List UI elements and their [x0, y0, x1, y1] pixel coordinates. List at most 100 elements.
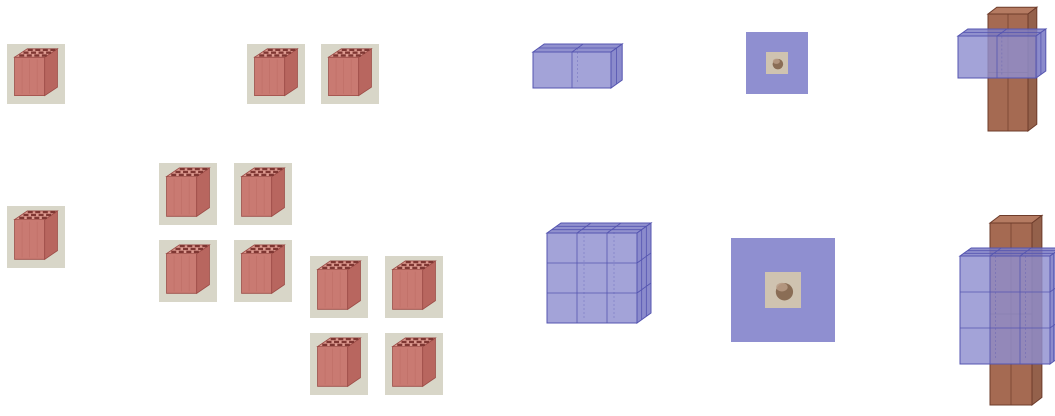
brick-hole: [397, 344, 402, 346]
brick-hole: [349, 264, 354, 266]
brick-hole: [171, 174, 176, 176]
brick-hole: [250, 248, 255, 250]
brick-hole: [50, 211, 55, 213]
brick-hole: [342, 264, 347, 266]
brick-hole: [357, 49, 362, 51]
brick-hole: [346, 338, 351, 340]
brick-hole: [42, 217, 47, 219]
brick-hole: [31, 52, 36, 54]
brick-hole: [412, 344, 417, 346]
brick-hole: [46, 214, 51, 216]
brick-hole: [34, 217, 39, 219]
brick-hole: [421, 338, 426, 340]
brick-hole: [23, 52, 28, 54]
brick-hole: [34, 54, 39, 56]
brick-hole: [273, 248, 278, 250]
brick-hole: [397, 267, 402, 269]
row-1-cube: [533, 44, 622, 88]
row-2-frame: [731, 238, 835, 342]
brick-tile: [234, 240, 292, 302]
brick-hole: [19, 217, 24, 219]
brick-hole: [331, 261, 336, 263]
brick-tile: [310, 256, 368, 318]
brick-hole: [279, 52, 284, 54]
brick-hole: [43, 49, 48, 51]
brick-hole: [28, 211, 33, 213]
brick-hole: [409, 264, 414, 266]
brick-hole: [360, 52, 365, 54]
brick-hole: [186, 174, 191, 176]
brick-hole: [348, 54, 353, 56]
brick-hole: [202, 245, 207, 247]
brick-hole: [27, 217, 32, 219]
brick-hole: [255, 245, 260, 247]
brick-hole: [191, 171, 196, 173]
brick-hole: [428, 338, 433, 340]
brick-hole: [202, 168, 207, 170]
brick-tile: [385, 256, 443, 318]
brick-hole: [254, 251, 259, 253]
brick-hole: [263, 52, 268, 54]
brick-hole: [191, 248, 196, 250]
brick-hole: [334, 341, 339, 343]
brick-hole: [333, 54, 338, 56]
brick-hole: [277, 168, 282, 170]
brick-tile: [385, 333, 443, 395]
brick-hole: [195, 168, 200, 170]
brick-hole: [268, 49, 273, 51]
brick-hole: [46, 52, 51, 54]
cube-top-face: [547, 223, 651, 233]
brick-hole: [250, 171, 255, 173]
brick-hole: [186, 251, 191, 253]
brick-hole: [271, 52, 276, 54]
brick-hole: [424, 341, 429, 343]
brick-hole: [401, 264, 406, 266]
brick-hole: [356, 54, 361, 56]
brick-hole: [258, 171, 263, 173]
brick-hole: [337, 267, 342, 269]
brick-hole: [171, 251, 176, 253]
brick-hole: [341, 54, 346, 56]
brick-hole: [330, 344, 335, 346]
brick-hole: [345, 52, 350, 54]
brick-hole: [417, 341, 422, 343]
cube-top-face: [960, 248, 1055, 256]
brick-hole: [261, 174, 266, 176]
brick-hole: [337, 344, 342, 346]
brick-hole: [187, 245, 192, 247]
brick-hole: [19, 54, 24, 56]
brick-hole: [194, 174, 199, 176]
brick-hole: [405, 344, 410, 346]
brick-hole: [417, 264, 422, 266]
brick-hole: [331, 338, 336, 340]
cube-side-face: [637, 223, 651, 323]
brick-hole: [330, 267, 335, 269]
brick-hole: [420, 267, 425, 269]
brick-hole: [349, 341, 354, 343]
brick-hole: [349, 49, 354, 51]
brick-hole: [326, 264, 331, 266]
brick-hole: [326, 341, 331, 343]
brick-hole: [175, 248, 180, 250]
brick-hole: [334, 264, 339, 266]
brick-hole: [35, 211, 40, 213]
brick-hole: [270, 168, 275, 170]
brick-hole: [43, 211, 48, 213]
brick-hole: [274, 54, 279, 56]
brick-hole: [345, 267, 350, 269]
brick-hole: [194, 251, 199, 253]
brick-hole: [322, 344, 327, 346]
brick-hole: [259, 54, 264, 56]
brick-hole: [246, 174, 251, 176]
brick-hole: [353, 261, 358, 263]
brick-hole: [50, 49, 55, 51]
brick-hole: [31, 214, 36, 216]
brick-tile: [310, 333, 368, 395]
brick-hole: [183, 171, 188, 173]
brick-hole: [269, 251, 274, 253]
brick-hole: [175, 171, 180, 173]
brick-hole: [270, 245, 275, 247]
brick-tile: [7, 206, 65, 268]
